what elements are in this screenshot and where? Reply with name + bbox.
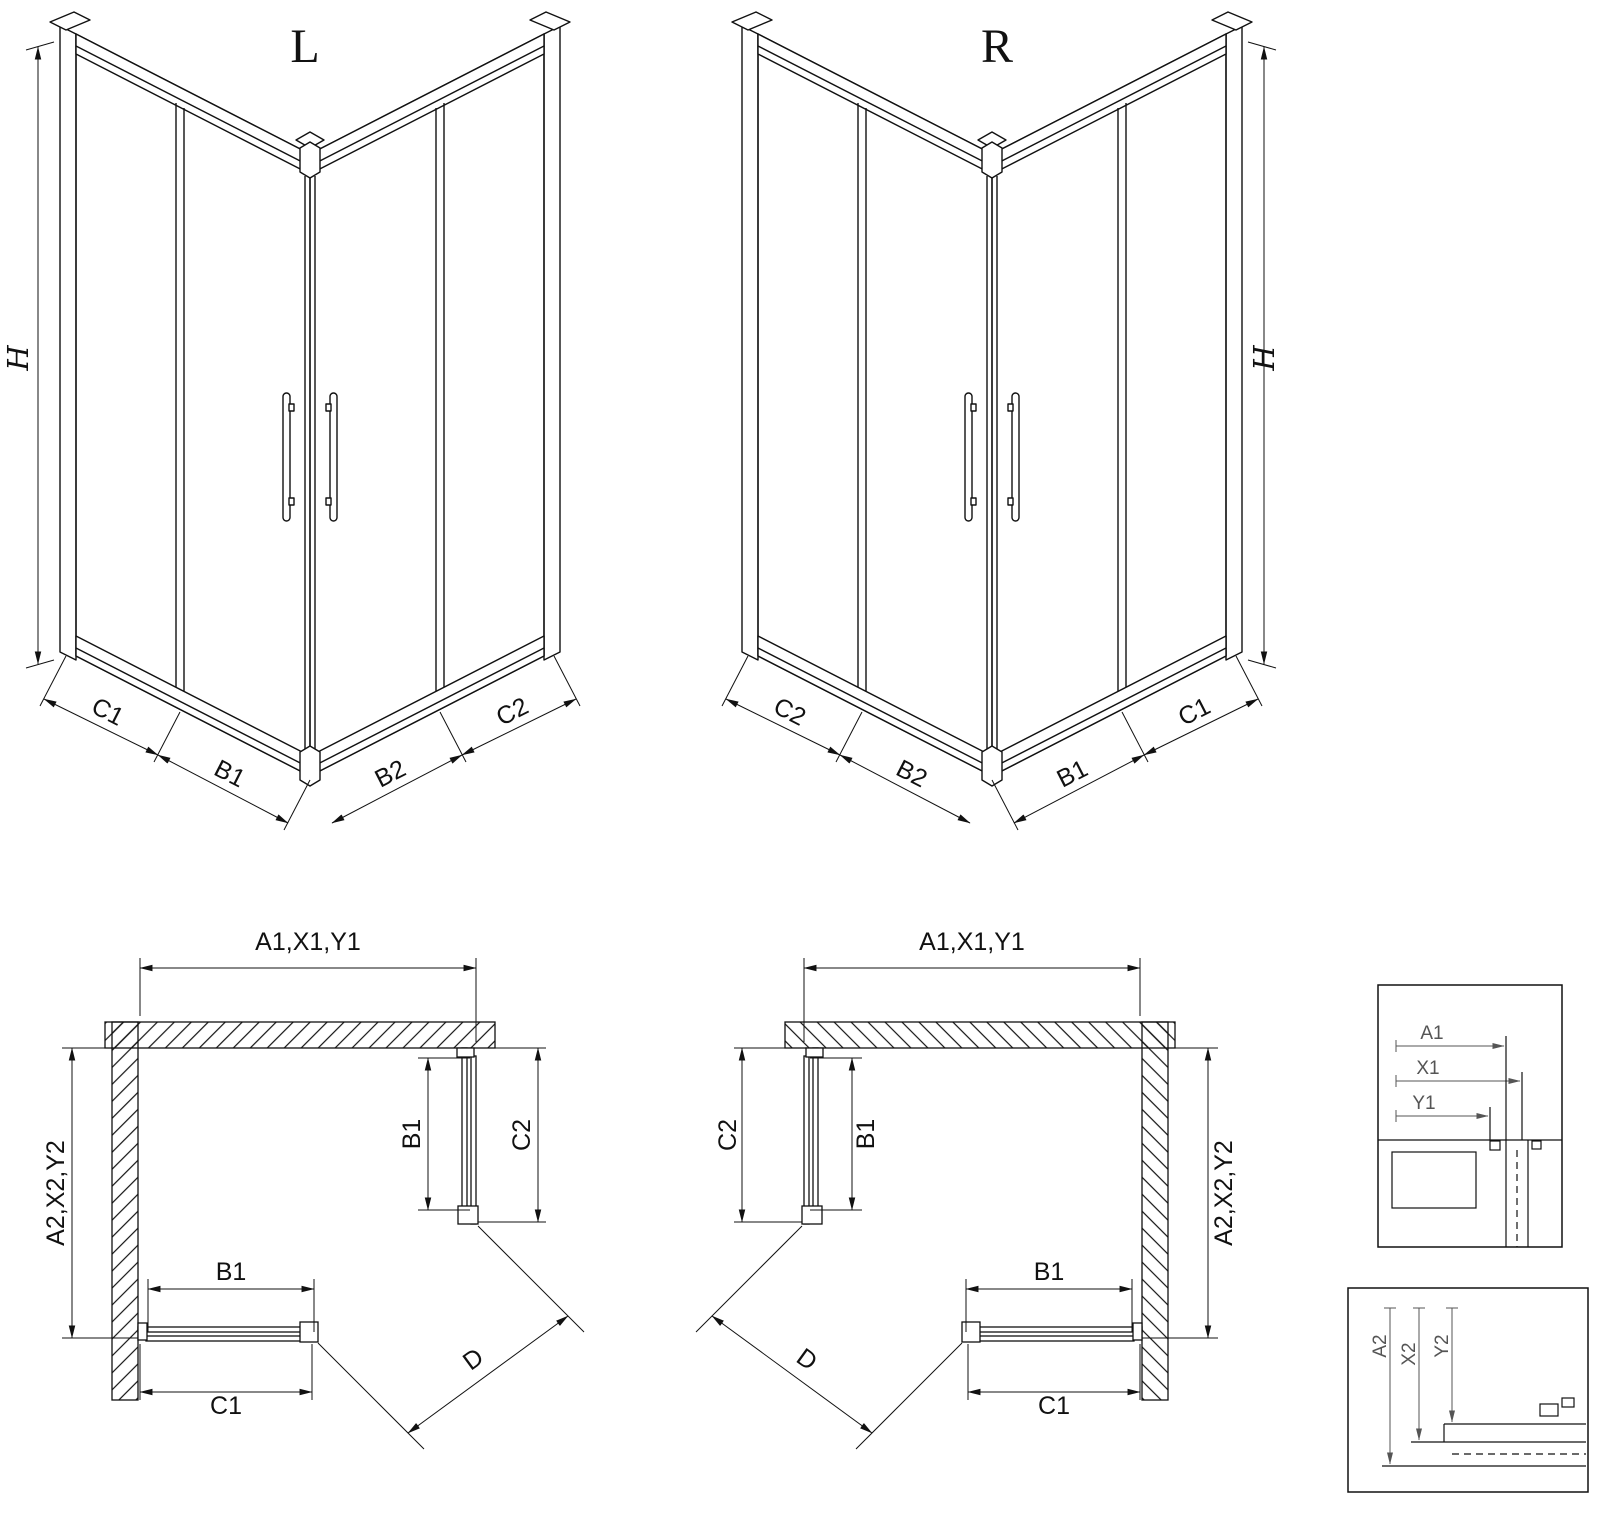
detail-bottom-dimension-lines: [1384, 1307, 1458, 1465]
variant-label-right: R: [981, 20, 1013, 73]
dim-label-c2-iso-left: C2: [492, 692, 533, 731]
dim-label-c2-vert-plan-right: C2: [714, 1119, 742, 1151]
dim-label-h-right: H: [1247, 345, 1281, 372]
dim-label-b2-iso-right: B2: [892, 754, 932, 793]
dim-label-c1-plan-right: C1: [1038, 1392, 1070, 1420]
dim-label-a1x1y1-plan-left: A1,X1,Y1: [255, 928, 361, 956]
dim-label-a1x1y1-plan-right: A1,X1,Y1: [919, 928, 1025, 956]
variant-label-left: L: [290, 20, 319, 73]
dim-label-a2-detail: A2: [1370, 1334, 1391, 1357]
dim-label-b2-iso-left: B2: [370, 754, 410, 793]
dim-label-b1-iso-right: B1: [1052, 754, 1092, 793]
plan-right-geometry: [696, 958, 1218, 1449]
plan-left-geometry: [62, 958, 584, 1449]
dim-label-y1-detail: Y1: [1412, 1093, 1435, 1114]
dim-label-c2-iso-right: C2: [769, 692, 810, 731]
dim-label-c1-iso-left: C1: [87, 692, 128, 731]
dim-label-d-plan-right: D: [791, 1343, 822, 1376]
dim-label-a1-detail: A1: [1420, 1023, 1443, 1044]
plan-view-left: A1,X1,Y1 A2,X2,Y2 B1 C2 B1 C1 D: [42, 928, 584, 1449]
dim-label-x1-detail: X1: [1416, 1058, 1439, 1079]
dim-label-y2-detail: Y2: [1432, 1334, 1453, 1357]
dim-label-b1-vert-plan-left: B1: [398, 1119, 426, 1150]
dim-label-a2x2y2-plan-left: A2,X2,Y2: [42, 1140, 70, 1246]
dim-label-b1-horiz-plan-right: B1: [1034, 1258, 1065, 1286]
dim-label-b1-horiz-plan-left: B1: [216, 1258, 247, 1286]
iso-view-left: L H C1 B1 B2 C2: [1, 12, 580, 830]
dim-label-c2-vert-plan-left: C2: [508, 1119, 536, 1151]
detail-top-profile-section: [1378, 1036, 1562, 1247]
dim-label-a2x2y2-plan-right: A2,X2,Y2: [1210, 1140, 1238, 1246]
dim-label-d-plan-left: D: [458, 1343, 489, 1376]
detail-top-dimension-lines: [1395, 1040, 1521, 1122]
dim-label-b1-iso-left: B1: [210, 754, 250, 793]
detail-box-bottom: [1347, 1287, 1589, 1493]
dim-label-b1-vert-plan-right: B1: [852, 1119, 880, 1150]
iso-view-right: R H C2 B2 B1 C1: [722, 12, 1281, 830]
detail-view-vertical-dims: A2 X2 Y2: [1347, 1287, 1589, 1493]
dim-label-x2-detail: X2: [1399, 1342, 1420, 1365]
detail-bottom-profile-section: [1382, 1397, 1586, 1467]
detail-view-horizontal-dims: A1 X1 Y1: [1377, 984, 1563, 1248]
dim-label-c1-plan-left: C1: [210, 1392, 242, 1420]
plan-view-right: A1,X1,Y1 A2,X2,Y2 C2 B1 B1 C1 D: [696, 928, 1238, 1449]
dim-label-c1-iso-right: C1: [1174, 692, 1215, 731]
dim-label-h-left: H: [1, 345, 35, 372]
